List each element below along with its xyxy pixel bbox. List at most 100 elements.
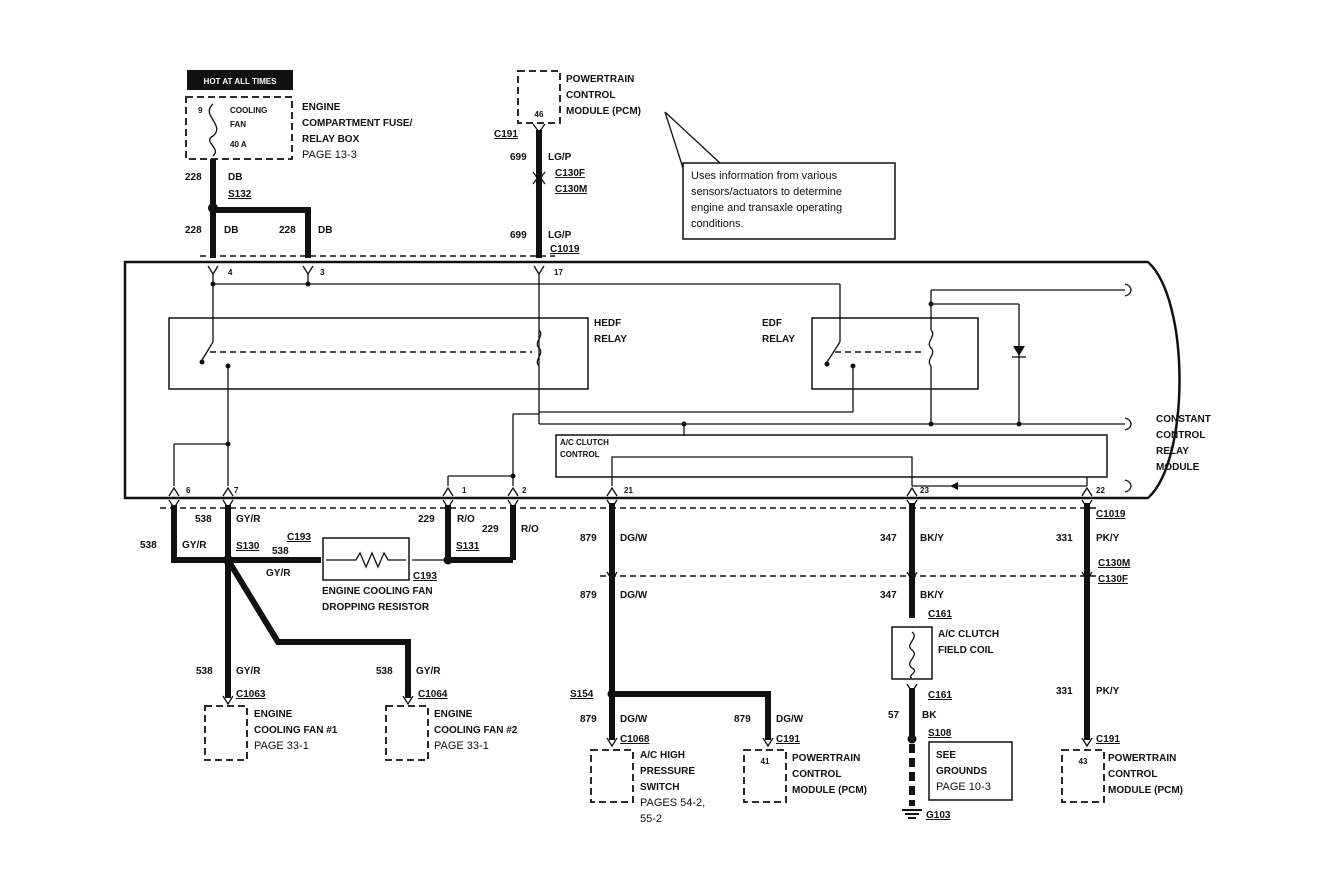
pin-1-symbol: [442, 486, 454, 497]
fuse-box-title-4: PAGE 13-3: [302, 149, 357, 161]
fan1-outline: [204, 705, 248, 761]
chev-7: [222, 499, 234, 510]
pcm-right-outline: [1061, 749, 1105, 803]
edf-relay-box: [811, 317, 979, 390]
pin-23-label: 23: [920, 486, 929, 495]
chev-1: [442, 499, 454, 510]
wire-538-label-c: 538: [272, 546, 289, 557]
splice-s131-label: S131: [456, 541, 480, 552]
ac-switch-label-2: PRESSURE: [640, 766, 695, 777]
chev-c191-right: [1081, 737, 1093, 748]
pcm-top-outline: [517, 70, 561, 124]
connector-c161-a: C161: [928, 609, 952, 620]
hedf-relay-label-1: HEDF: [594, 318, 621, 329]
pin-21-symbol: [606, 486, 618, 497]
wire-bky-label-b: BK/Y: [920, 590, 944, 601]
connector-c193-a: C193: [287, 532, 311, 543]
wire-gyr-label-b: GY/R: [236, 514, 261, 525]
edf-contact-a: [824, 361, 830, 367]
callout-line-3: engine and transaxle operating: [691, 202, 842, 214]
connector-c191-mid: C191: [776, 734, 800, 745]
grounds-box: [928, 741, 1013, 801]
wire-347-label-a: 347: [880, 533, 897, 544]
pin-22-label: 22: [1096, 486, 1105, 495]
break-mark-mid: [1124, 417, 1132, 431]
pcm-top-title-1: POWERTRAIN: [566, 74, 634, 85]
wire-538-label-d: 538: [196, 666, 213, 677]
hedf-relay-box: [168, 317, 589, 390]
chev-c1064: [402, 695, 414, 706]
wire-879-label-c: 879: [580, 714, 597, 725]
fan1-label-3: PAGE 33-1: [254, 740, 309, 752]
ac-clutch-control-box: [555, 434, 1108, 478]
fan2-outline: [385, 705, 429, 761]
chev-879-c130: [606, 571, 618, 582]
pin-22-symbol: [1081, 486, 1093, 497]
edf-relay-label-1: EDF: [762, 318, 782, 329]
pin-4-symbol: [207, 265, 219, 276]
splice-s108: [907, 734, 917, 744]
chev-21: [606, 499, 618, 510]
fan2-label-3: PAGE 33-1: [434, 740, 489, 752]
wire-229-label-b: 229: [482, 524, 499, 535]
connector-c130f-right: C130F: [1098, 574, 1128, 585]
chev-6: [168, 499, 180, 510]
hot-at-all-times-banner: [187, 70, 293, 90]
wire-331-label-b: 331: [1056, 686, 1073, 697]
fuse-box-title-3: RELAY BOX: [302, 134, 360, 145]
wire-229-label-a: 229: [418, 514, 435, 525]
wire-gyr-label-e: GY/R: [416, 666, 441, 677]
wire-bk-label: BK: [922, 710, 937, 721]
wire-pky-label-a: PK/Y: [1096, 533, 1120, 544]
junction-2: [510, 473, 516, 479]
chev-347-c130: [906, 571, 918, 582]
pcm-mid-label-2: CONTROL: [792, 769, 841, 780]
clutch-coil-box: [891, 626, 933, 680]
junction-4: [210, 281, 216, 287]
ac-clutch-internal-loop: [611, 456, 913, 486]
wire-538-label-a: 538: [140, 540, 157, 551]
edf-relay-label-2: RELAY: [762, 334, 795, 345]
callout-line-2: sensors/actuators to determine: [691, 186, 842, 198]
wire-538-fan2: [225, 558, 411, 698]
relay-module-outline: [123, 260, 1181, 500]
pin-7-label: 7: [234, 486, 239, 495]
wire-347-label-b: 347: [880, 590, 897, 601]
ac-switch-outline: [590, 749, 634, 803]
edf-coil: [928, 329, 934, 367]
pin-6-label: 6: [186, 486, 191, 495]
pin-2-symbol: [507, 486, 519, 497]
pin-6-symbol: [168, 486, 180, 497]
hedf-switch-arm: [201, 341, 214, 361]
wire-dgw-label-a: DG/W: [620, 533, 648, 544]
grounds-label-1: SEE: [936, 750, 956, 761]
wire-dgw-label-c: DG/W: [620, 714, 648, 725]
fuse-box-title-1: ENGINE: [302, 102, 341, 113]
fuse-name-2: FAN: [230, 120, 246, 129]
wire-dgw-label-b: DG/W: [620, 590, 648, 601]
wire-gyr-label-c: GY/R: [266, 568, 291, 579]
chev-c191-mid: [762, 737, 774, 748]
wire-699-label-b: 699: [510, 230, 527, 241]
grounds-label-3: PAGE 10-3: [936, 781, 991, 793]
pin-4-label: 4: [228, 268, 233, 277]
pin-1-label: 1: [462, 486, 467, 495]
pin-23-symbol: [906, 486, 918, 497]
chev-2: [507, 499, 519, 510]
callout-box: [682, 162, 896, 240]
connector-c130-symbol: [532, 171, 546, 185]
wire-57-label: 57: [888, 710, 900, 721]
connector-c130m-top: C130M: [555, 184, 587, 195]
wire-db-label-a: DB: [228, 172, 242, 183]
pcm-top-title-3: MODULE (PCM): [566, 106, 641, 117]
connector-c191-right: C191: [1096, 734, 1120, 745]
clutch-coil-label-1: A/C CLUTCH: [938, 629, 999, 640]
wire-gyr-label-d: GY/R: [236, 666, 261, 677]
pin-3-symbol: [302, 265, 314, 276]
module-name-2: CONTROL: [1156, 430, 1205, 441]
connector-c161-b: C161: [928, 690, 952, 701]
resistor-box: [322, 537, 410, 581]
callout-leader-2: [664, 111, 721, 164]
pcm-mid-pin: 41: [761, 757, 770, 766]
wire-db-label-c: DB: [318, 225, 332, 236]
